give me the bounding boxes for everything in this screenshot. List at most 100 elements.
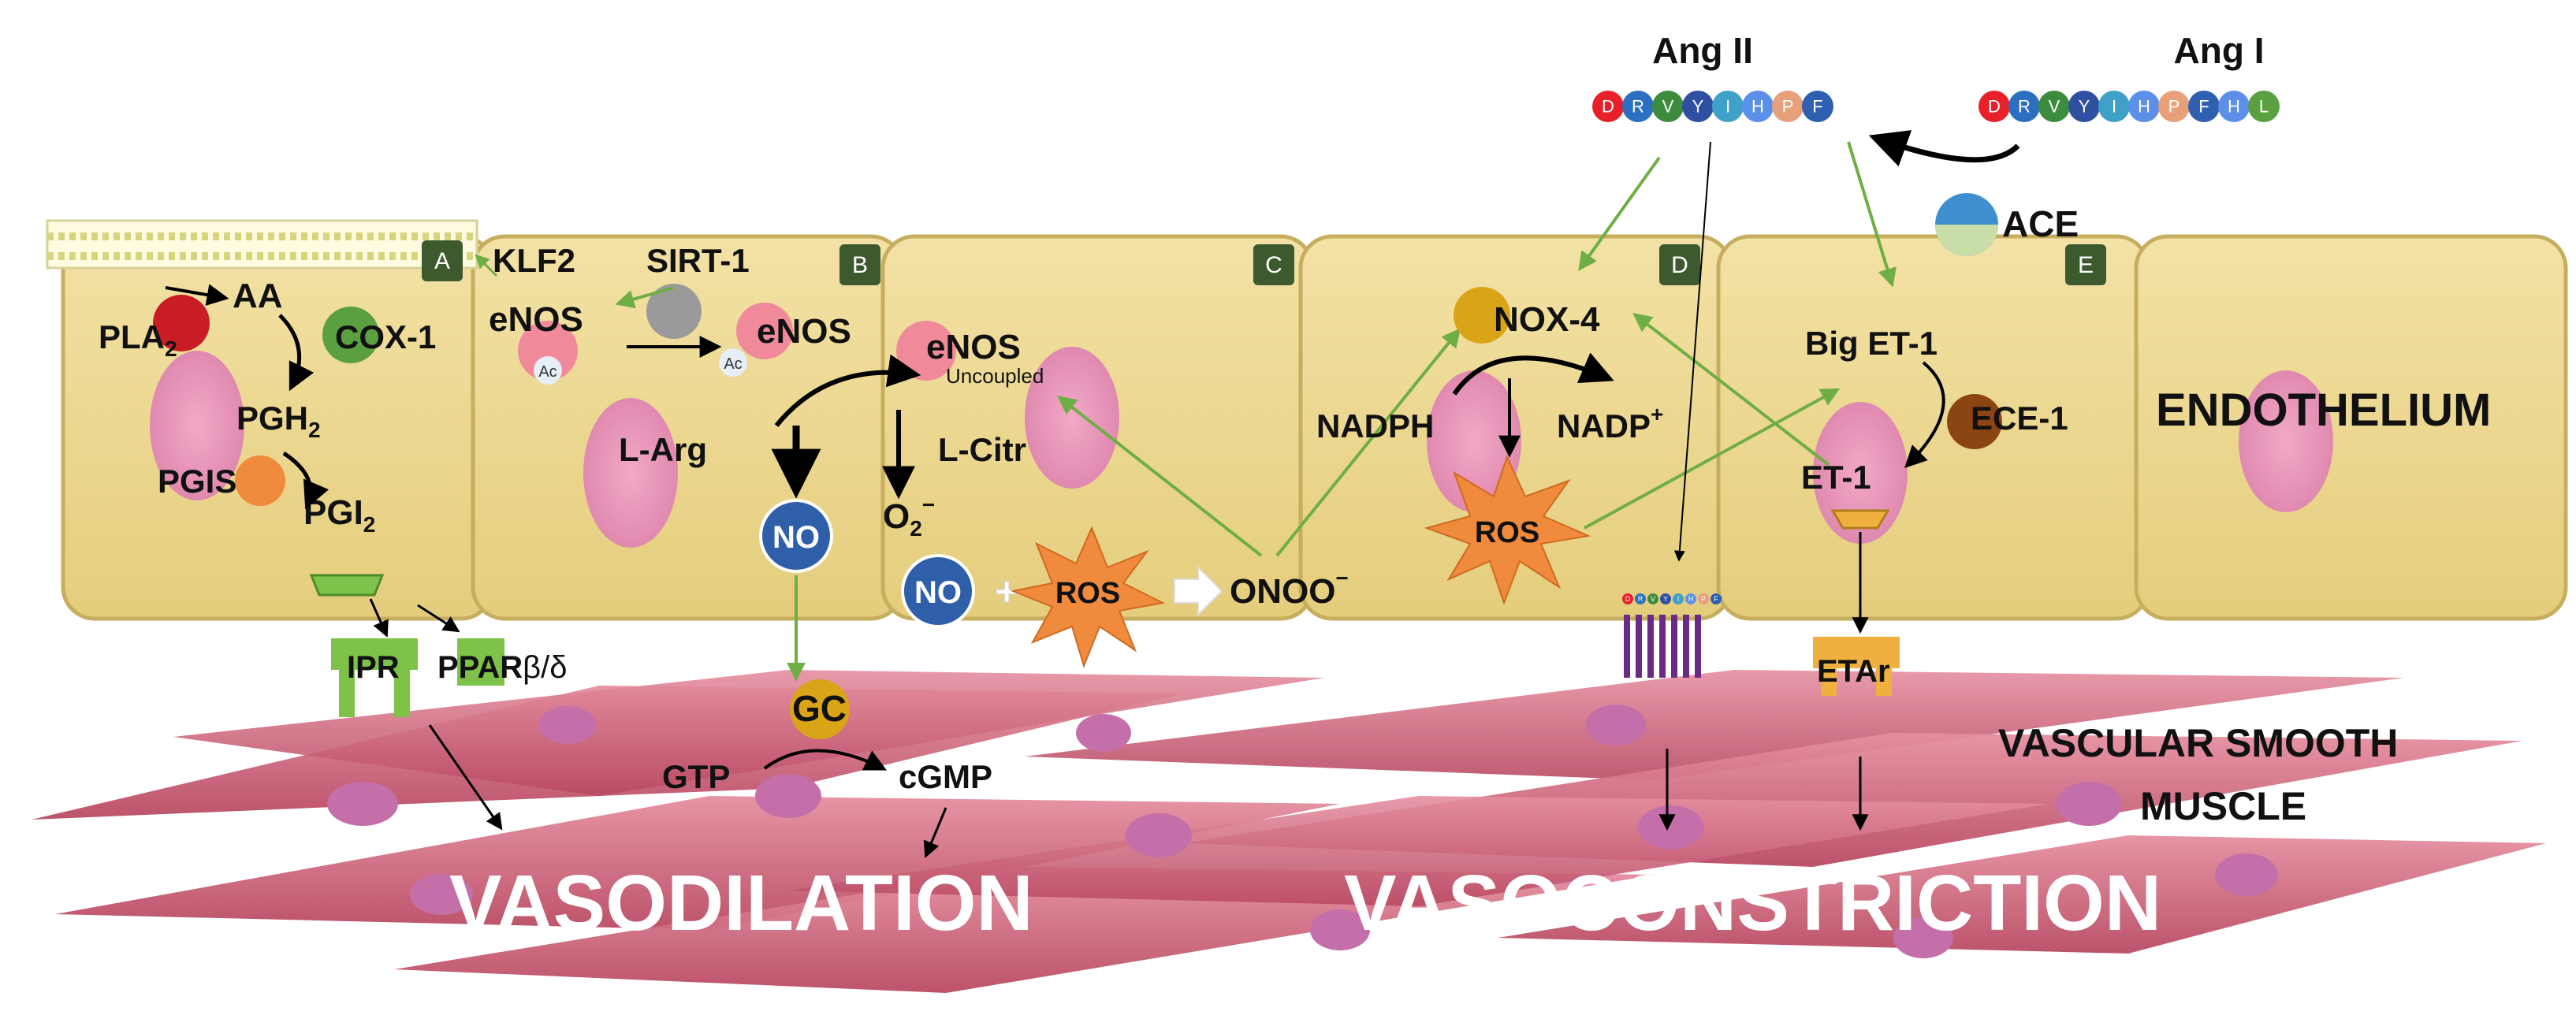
svg-text:E: E bbox=[2078, 252, 2094, 278]
ang2-bound-residue-label-1: D bbox=[1625, 595, 1631, 603]
ang2-bound-residue-label-8: F bbox=[1714, 595, 1718, 603]
svg-text:+: + bbox=[995, 569, 1018, 615]
enos-uncoupled-label: eNOS bbox=[926, 328, 1021, 366]
ang2-residue-label-4: Y bbox=[1692, 97, 1704, 117]
ang2-residue-label-3: V bbox=[1662, 97, 1674, 117]
svg-text:B: B bbox=[852, 252, 868, 278]
ang1-residue-5 bbox=[2098, 91, 2130, 122]
vasoconstriction-label: VASOCONSTRICTION bbox=[1344, 859, 2161, 947]
panel-badge-d: D bbox=[1659, 244, 1700, 285]
ace-label: ACE bbox=[2002, 203, 2079, 244]
ang2-residue-2 bbox=[1622, 91, 1654, 122]
ang2-residue-label-8: F bbox=[1812, 97, 1822, 117]
ang2-residue-1 bbox=[1592, 91, 1624, 122]
etar-label: ETAr bbox=[1817, 654, 1890, 689]
nox4-label: NOX-4 bbox=[1494, 300, 1600, 339]
ang1-residue-7 bbox=[2158, 91, 2190, 122]
ang2-residue-label-7: P bbox=[1782, 97, 1794, 117]
panel-a-prostacyclin: PLA2 AA COX-1 PGH2 PGIS PGI2 IPR PPARβ/δ bbox=[99, 277, 568, 831]
smooth-muscle-layer bbox=[32, 670, 2546, 993]
svg-text:C: C bbox=[1265, 252, 1282, 278]
svg-text:NADP+: NADP+ bbox=[1557, 402, 1663, 444]
cgmp-label: cGMP bbox=[899, 758, 992, 795]
ang1-residue-label-9: H bbox=[2228, 97, 2240, 117]
ang2-title: Ang II bbox=[1652, 30, 1753, 71]
ang2-residue-4 bbox=[1682, 91, 1714, 122]
ang2-bound-residue-label-5: I bbox=[1677, 595, 1680, 603]
endothelium-label: ENDOTHELIUM bbox=[2156, 385, 2491, 436]
ros-burst-c bbox=[1010, 526, 1166, 669]
svg-text:NO: NO bbox=[772, 520, 820, 555]
ang2-bound-residue-label-6: H bbox=[1688, 595, 1694, 603]
ang1-residue-label-2: R bbox=[2018, 97, 2031, 117]
vsm-label-line1: VASCULAR SMOOTH bbox=[1998, 721, 2398, 765]
ang2-residue-8 bbox=[1802, 91, 1833, 122]
klf2-label: KLF2 bbox=[493, 242, 575, 279]
ang1-residue-6 bbox=[2128, 91, 2160, 122]
svg-text:ROS: ROS bbox=[1475, 516, 1539, 549]
cox1-enzyme bbox=[322, 307, 379, 363]
svg-text:ROS: ROS bbox=[1055, 577, 1120, 610]
no-molecule bbox=[759, 499, 833, 573]
aa-label: AA bbox=[233, 277, 283, 315]
pgis-enzyme bbox=[235, 456, 285, 506]
nadph-label: NADPH bbox=[1316, 407, 1434, 444]
panel-badge-e: E bbox=[2065, 244, 2106, 285]
ang2-bound-residue-7 bbox=[1698, 593, 1709, 604]
panel-badge-c: C bbox=[1253, 244, 1294, 285]
enos-label: eNOS bbox=[757, 312, 851, 351]
ang2-bound-residue-1 bbox=[1622, 593, 1633, 604]
et1-label: ET-1 bbox=[1801, 459, 1871, 496]
pla2-enzyme bbox=[153, 295, 210, 351]
no-molecule-2 bbox=[901, 554, 975, 628]
ang2-bound-residue-6 bbox=[1685, 593, 1696, 604]
ang1-residue-label-6: H bbox=[2138, 97, 2150, 117]
ang2-residue-label-1: D bbox=[1602, 97, 1614, 117]
ang2-bound-residue-label-2: R bbox=[1638, 595, 1644, 603]
ang1-residue-9 bbox=[2218, 91, 2250, 122]
svg-text:PGH2: PGH2 bbox=[236, 400, 321, 442]
svg-text:A: A bbox=[434, 248, 450, 274]
ang2-bound-residue-4 bbox=[1660, 593, 1671, 604]
ang1-residue-1 bbox=[1979, 91, 2010, 122]
enos-ac-label: eNOS bbox=[489, 300, 583, 339]
gc-pathway: GC GTP cGMP bbox=[662, 679, 992, 858]
ang2-bound-residue-8 bbox=[1711, 593, 1722, 604]
ece1-enzyme bbox=[1947, 394, 2002, 449]
enos-acetylated bbox=[518, 321, 578, 381]
ang1-residue-2 bbox=[2008, 91, 2040, 122]
ang2-bound-residue-5 bbox=[1673, 593, 1684, 604]
svg-text:O2−: O2− bbox=[883, 493, 935, 541]
svg-text:PLA2: PLA2 bbox=[99, 318, 177, 361]
panel-e-endothelin: Big ET-1 ECE-1 ET-1 ETAr bbox=[1632, 313, 2068, 831]
ang1-residue-label-10: L bbox=[2259, 97, 2269, 117]
ang2-bound-residue-label-3: V bbox=[1651, 595, 1655, 603]
ang1-residue-label-4: Y bbox=[2079, 97, 2090, 117]
ang1-residue-label-5: I bbox=[2112, 97, 2116, 117]
ang1-title: Ang I bbox=[2174, 30, 2265, 71]
panel-badge-b: B bbox=[839, 244, 880, 285]
svg-text:Ac: Ac bbox=[724, 355, 742, 373]
ang2-residue-5 bbox=[1712, 91, 1744, 122]
gc-label: GC bbox=[792, 688, 847, 729]
svg-text:NO: NO bbox=[914, 575, 962, 610]
ang1-residue-label-1: D bbox=[1988, 97, 2001, 117]
gc-enzyme bbox=[790, 679, 850, 739]
gtp-label: GTP bbox=[662, 758, 730, 795]
sirt1-enzyme bbox=[646, 284, 702, 339]
pgis-label: PGIS bbox=[158, 463, 236, 500]
ang2-bound-residue-label-4: Y bbox=[1663, 595, 1668, 603]
lipid-membrane bbox=[46, 219, 478, 270]
sirt1-label: SIRT-1 bbox=[646, 242, 750, 279]
svg-text:ONOO−: ONOO− bbox=[1230, 566, 1349, 611]
cox1-label: COX-1 bbox=[335, 318, 436, 355]
panel-badge-a: A bbox=[422, 240, 463, 281]
ang1-residue-10 bbox=[2248, 91, 2280, 122]
ang1-residue-label-8: F bbox=[2198, 97, 2209, 117]
